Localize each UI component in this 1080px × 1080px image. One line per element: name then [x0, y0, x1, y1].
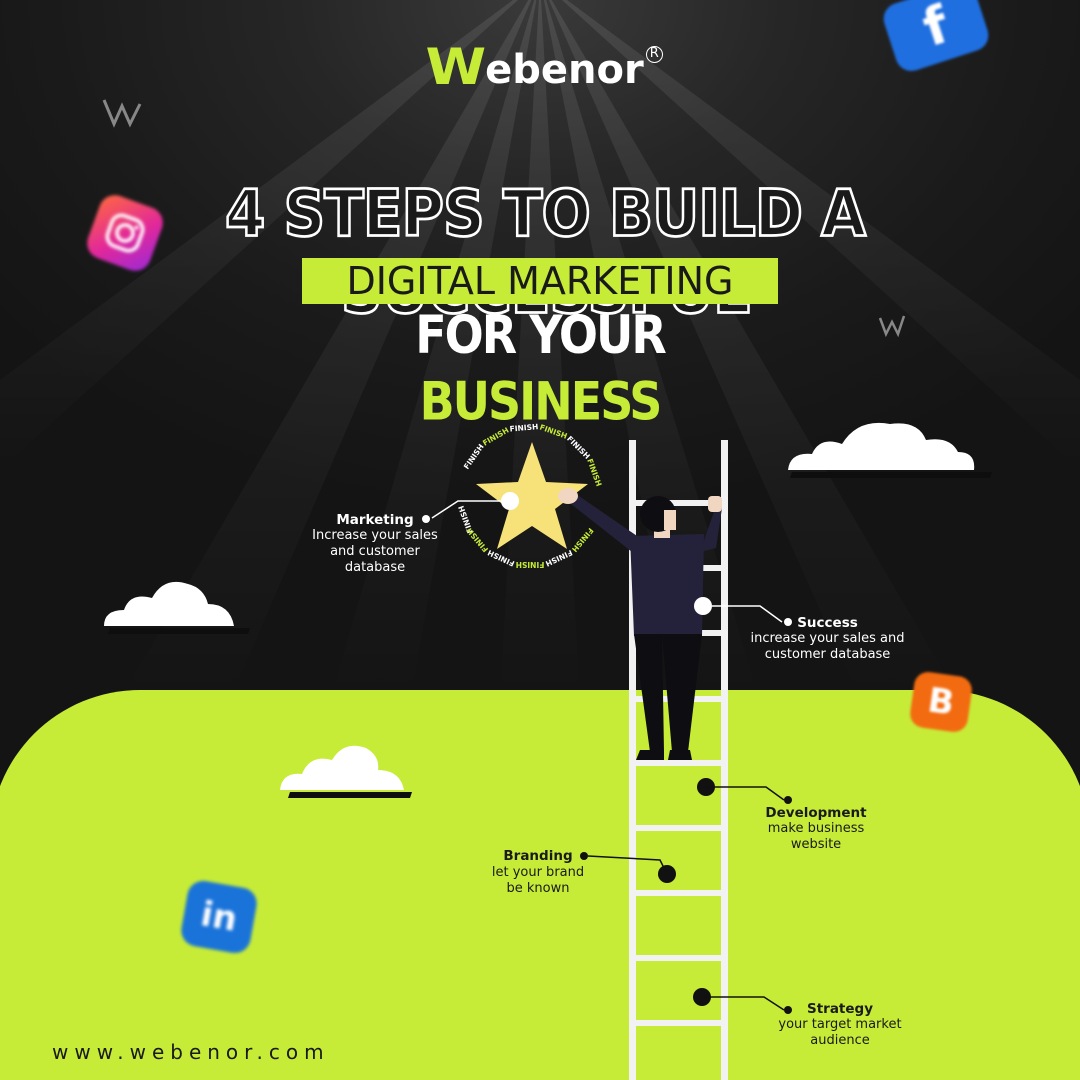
- step-desc: customer database: [764, 647, 891, 662]
- finish-word: FINISH: [465, 526, 490, 554]
- headline-line3-white: FOR YOUR: [415, 303, 667, 366]
- logo-mark: W: [425, 38, 487, 96]
- step-desc: your target market: [778, 1017, 902, 1032]
- blogger-icon: B: [908, 670, 974, 734]
- step-development: Development make business website: [748, 805, 884, 853]
- headline-highlight: DIGITAL MARKETING: [302, 258, 778, 304]
- finish-word: FINISH: [481, 426, 510, 448]
- headline-line3-green: BUSINESS: [419, 370, 663, 433]
- headline-line3: FOR YOUR BUSINESS: [300, 301, 780, 434]
- linkedin-glyph: in: [197, 894, 241, 940]
- step-desc: Increase your sales: [312, 528, 438, 543]
- step-desc: database: [344, 560, 406, 575]
- linkedin-icon: in: [178, 878, 260, 956]
- instagram-glyph: [105, 213, 145, 253]
- w-mark-icon: [102, 99, 142, 128]
- step-desc: let your brand: [491, 865, 585, 880]
- finish-word: FINISH: [516, 560, 545, 569]
- step-marketing: Marketing Increase your sales and custom…: [300, 512, 450, 576]
- connector-success: [694, 597, 792, 626]
- step-title: Development: [765, 805, 867, 821]
- finish-word: FINISH: [565, 434, 592, 461]
- facebook-glyph: f: [915, 0, 957, 60]
- cloud-icon: [104, 581, 250, 634]
- website-url: www.webenor.com: [52, 1040, 330, 1064]
- step-desc: website: [790, 837, 842, 852]
- finish-word: FINISH: [538, 423, 568, 441]
- instagram-icon: [82, 190, 168, 276]
- blogger-glyph: B: [925, 680, 957, 724]
- finish-word: FINISH: [570, 526, 595, 554]
- finish-word: FINISH: [509, 422, 538, 433]
- finish-word: FINISH: [544, 548, 574, 568]
- registered-mark: R: [645, 46, 663, 63]
- step-desc: audience: [810, 1033, 870, 1048]
- headline-line2: DIGITAL MARKETING: [346, 259, 734, 303]
- connector-strategy: [693, 988, 792, 1014]
- finish-word: FINISH: [486, 548, 516, 568]
- green-ground: [0, 690, 1080, 1080]
- light-rays: [0, 0, 1080, 700]
- step-title: Strategy: [806, 1001, 874, 1017]
- step-title: Marketing: [336, 512, 414, 528]
- businessman: [558, 488, 722, 760]
- step-title: Success: [797, 615, 858, 631]
- connector-branding: [580, 852, 676, 883]
- w-mark-icon: [878, 315, 906, 338]
- step-title: Branding: [503, 848, 573, 864]
- webenor-logo: W ebenor R: [425, 38, 663, 96]
- step-success: Success increase your sales and customer…: [740, 615, 915, 663]
- logo-wordmark: ebenor: [485, 47, 644, 93]
- star-icon: [476, 442, 588, 549]
- finish-word: FINISH: [585, 458, 603, 488]
- step-branding: Branding let your brand be known: [468, 848, 608, 897]
- finish-word: FINISH: [462, 442, 486, 471]
- step-strategy: Strategy your target market audience: [762, 1001, 918, 1049]
- step-desc: and customer: [330, 544, 420, 559]
- connector-marketing: [422, 492, 519, 523]
- step-desc: increase your sales and: [750, 631, 905, 646]
- connector-development: [697, 778, 792, 804]
- cloud-icon: [280, 745, 412, 798]
- cloud-icon: [788, 422, 992, 478]
- step-desc: make business: [767, 821, 865, 836]
- step-desc: be known: [506, 881, 570, 896]
